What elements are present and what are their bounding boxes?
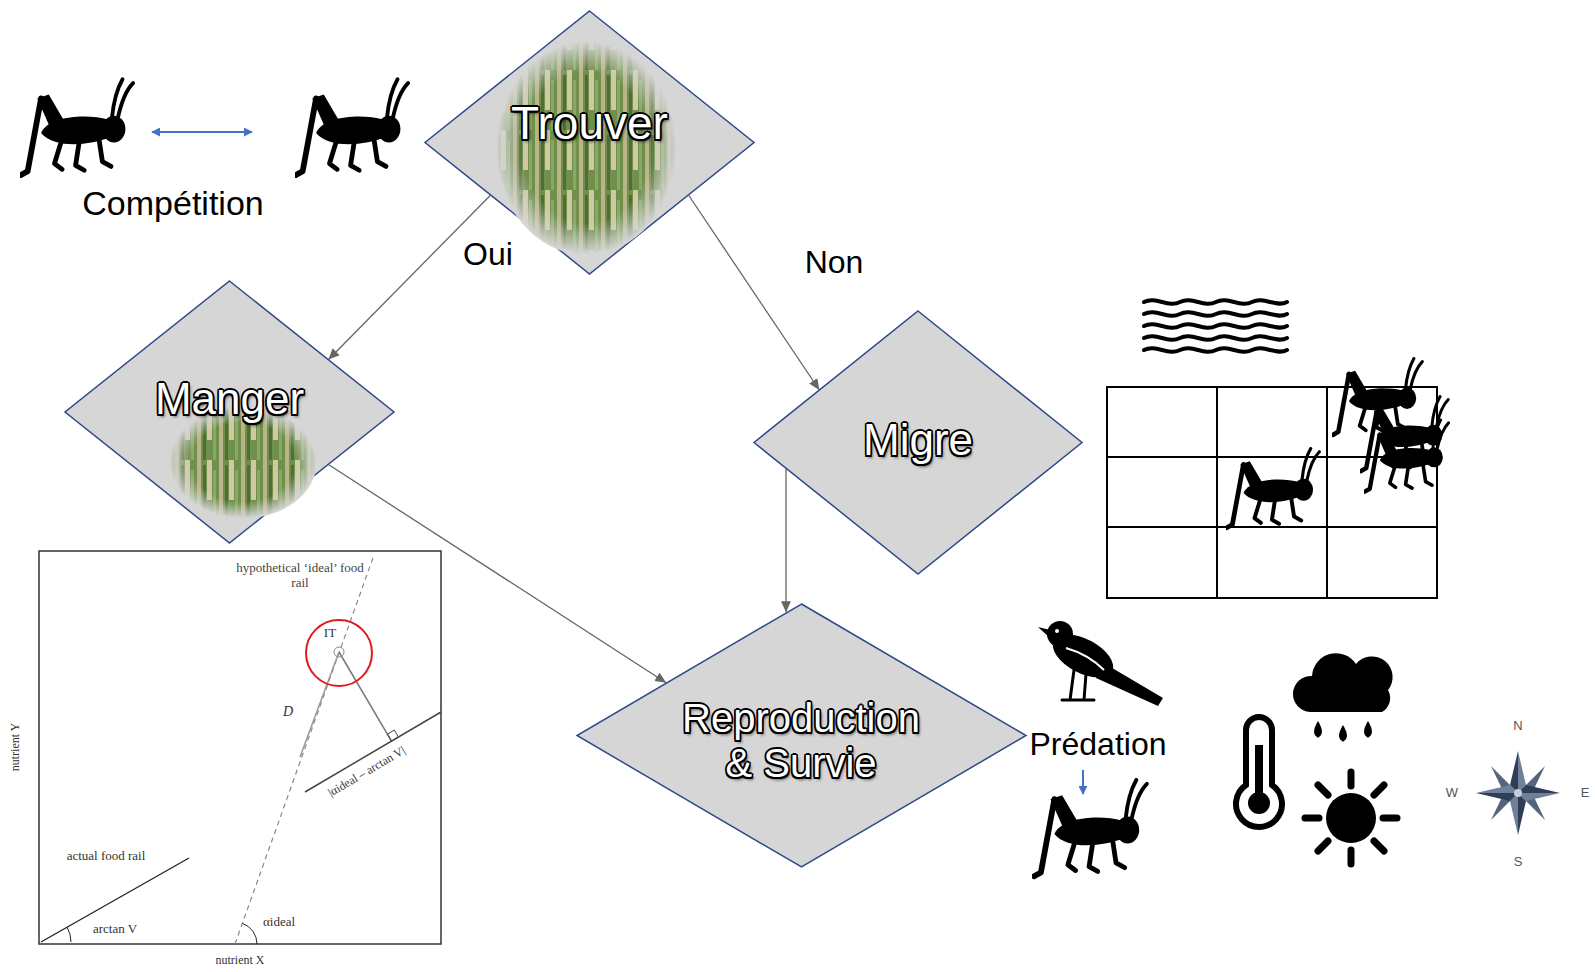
nutrient-chart (39, 551, 441, 944)
node-text: Reproduction & Survie (671, 696, 931, 786)
diamond-outline (754, 311, 1082, 574)
migrating-grasshoppers (1227, 359, 1449, 528)
text-label: nutrient X (216, 954, 265, 968)
node-text: Migre (863, 415, 973, 464)
grasshopper-icon (21, 79, 133, 175)
text-label: W (1446, 786, 1458, 801)
text-label: IT (324, 626, 336, 641)
millet-photo (497, 42, 676, 254)
node-label-group: Manger (155, 374, 304, 423)
decision-diamond: Reproduction & Survie (576, 603, 1027, 868)
predation-arrow (1082, 770, 1084, 794)
competition-group (21, 79, 408, 175)
flow-arrow (689, 196, 819, 390)
text-label: E (1581, 786, 1590, 801)
flow-arrow (785, 469, 786, 612)
node-text: Trouver (511, 98, 668, 150)
node-label-group: Reproduction & Survie (671, 696, 931, 786)
text-label: hypothetical ‘ideal’ food rail (235, 561, 365, 591)
text-label: nutrient Y (9, 723, 23, 772)
bird-icon (1038, 621, 1163, 706)
wind-symbol (1144, 300, 1287, 351)
grasshopper-icon (1333, 359, 1422, 435)
decision-diamond: Trouver (424, 10, 755, 275)
text-label: actual food rail (67, 849, 146, 864)
rain-cloud-icon (1293, 653, 1393, 740)
node-label-group: Trouver (511, 98, 668, 150)
sun-icon (1305, 772, 1397, 864)
compass-rose (1476, 751, 1560, 835)
text-label: arctan V (93, 922, 137, 937)
text-label: N (1513, 719, 1522, 734)
text-label: S (1514, 855, 1523, 870)
edge-label: Non (805, 244, 864, 281)
diamond-outline (577, 604, 1026, 867)
flow-arrow (329, 465, 666, 683)
text-label: Prédation (1030, 726, 1167, 763)
millet-photo (170, 407, 316, 518)
decision-diamond: Migre (753, 310, 1083, 575)
text-label: D (283, 704, 293, 720)
node-text: Manger (155, 374, 304, 423)
grasshopper-icon (1365, 420, 1449, 492)
node-label-group: Migre (863, 415, 973, 464)
diamond-outline (65, 281, 394, 543)
photo-vignette (496, 41, 677, 255)
thermometer-icon (1236, 717, 1282, 827)
decision-diamond: Manger (64, 280, 395, 544)
grasshopper-icon (296, 79, 408, 175)
text-label: Compétition (82, 184, 263, 223)
grasshopper-icon (1034, 780, 1147, 876)
competition-arrow (152, 131, 252, 133)
flow-arrow (329, 196, 490, 360)
grasshopper-icon (1227, 449, 1320, 528)
diamond-outline (425, 11, 754, 274)
text-label: αideal (263, 915, 295, 930)
edge-label: Oui (463, 236, 513, 273)
